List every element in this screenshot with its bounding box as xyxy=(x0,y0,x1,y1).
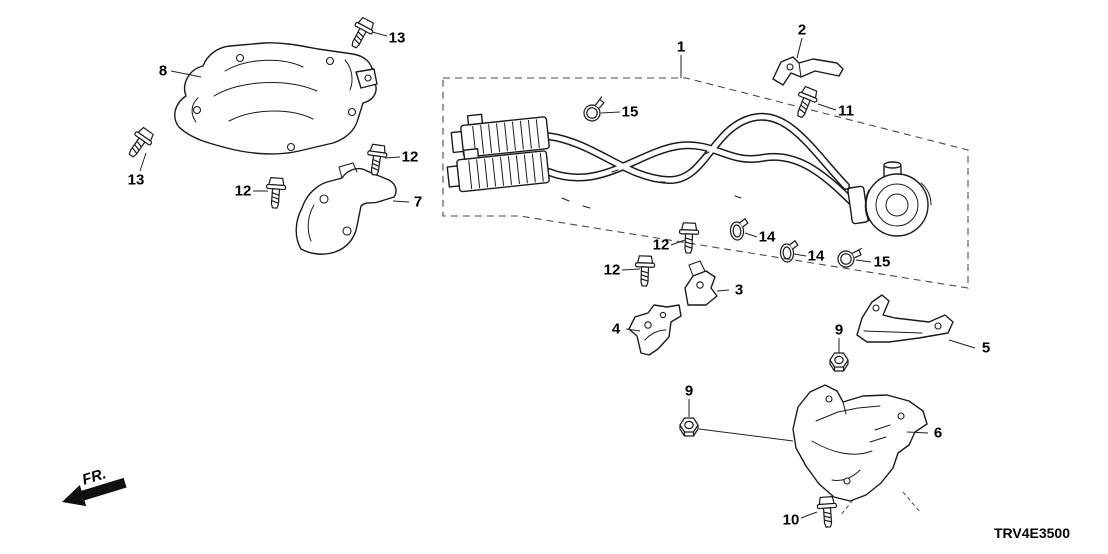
bolt-12-b xyxy=(264,176,287,210)
alignment-dash-a xyxy=(839,499,854,517)
callout-2: 2 xyxy=(798,22,806,39)
harness-tape-marks xyxy=(561,151,742,209)
callout-4: 4 xyxy=(612,321,621,338)
bolt-13-b xyxy=(122,124,157,162)
part-5-bracket xyxy=(856,294,954,343)
callout-12-b: 12 xyxy=(235,183,252,200)
callouts: 13 8 1 2 15 11 13 12 12 7 12 14 12 14 15… xyxy=(128,22,991,529)
part-1-boundary xyxy=(442,77,969,289)
callout-12-d: 12 xyxy=(604,262,621,279)
callout-9-b: 9 xyxy=(685,383,693,400)
callout-14-a: 14 xyxy=(759,229,776,246)
clamp-14-a xyxy=(728,217,750,242)
callout-11: 11 xyxy=(838,103,854,120)
callout-12-a: 12 xyxy=(402,149,419,166)
callout-13-b: 13 xyxy=(128,172,145,189)
connector-right xyxy=(847,161,932,237)
callout-5: 5 xyxy=(982,340,990,357)
connector-left-lower xyxy=(446,148,550,193)
bolt-13-a xyxy=(345,15,378,52)
clamp-15-a xyxy=(581,95,608,123)
fr-label: FR. xyxy=(80,465,108,488)
clamp-15-b xyxy=(835,242,864,271)
nut-9-b xyxy=(679,417,699,437)
part-8-heat-shield xyxy=(174,42,378,155)
fr-arrow-icon xyxy=(62,477,127,507)
callout-13-a: 13 xyxy=(389,30,406,47)
callout-15-a: 15 xyxy=(622,104,639,121)
part-2-bracket xyxy=(772,56,844,86)
bolt-12-d xyxy=(634,255,656,287)
callout-7: 7 xyxy=(414,194,422,211)
bolt-11 xyxy=(790,84,821,121)
callout-10: 10 xyxy=(783,512,800,529)
callout-9-a: 9 xyxy=(835,322,843,339)
part-7-bracket xyxy=(295,162,397,255)
part-3-bracket xyxy=(684,260,718,306)
part-1-cable-assembly xyxy=(543,112,862,212)
callout-12-c: 12 xyxy=(653,237,670,254)
callout-8: 8 xyxy=(159,63,167,80)
fr-indicator: FR. xyxy=(62,465,127,507)
diagram-code: TRV4E3500 xyxy=(994,525,1070,541)
callout-3: 3 xyxy=(735,282,743,299)
bolt-10 xyxy=(816,495,839,529)
callout-14-b: 14 xyxy=(808,248,825,265)
part-4-bracket xyxy=(628,304,682,356)
alignment-dash-b xyxy=(902,491,922,514)
connector-left-upper xyxy=(450,113,550,158)
bolt-12-c xyxy=(678,222,700,254)
callout-15-b: 15 xyxy=(874,254,891,271)
callout-6: 6 xyxy=(934,425,942,442)
part-6-bracket xyxy=(792,384,928,502)
nut-9-a xyxy=(829,352,849,372)
callout-1: 1 xyxy=(677,39,685,56)
leader-lines xyxy=(139,31,976,519)
